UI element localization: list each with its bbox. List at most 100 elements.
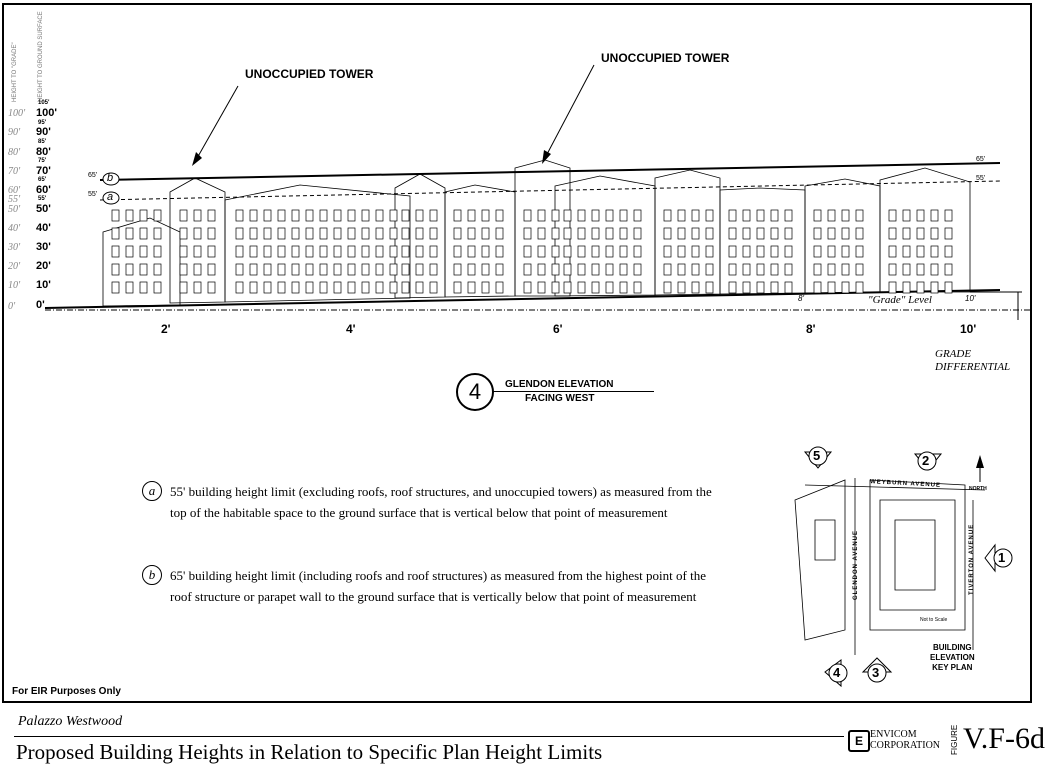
ground-tick-label: 40'	[36, 222, 51, 234]
facade-window	[756, 227, 765, 240]
note-a-symbol: a	[142, 481, 162, 501]
facade-window	[944, 245, 953, 258]
facade-window	[537, 209, 546, 222]
facade-window	[111, 263, 120, 276]
grade-tick-label: 0'	[8, 301, 16, 312]
facade-window	[633, 263, 642, 276]
facade-window	[577, 245, 586, 258]
facade-window	[467, 263, 476, 276]
facade-windows	[111, 209, 953, 294]
facade-window	[481, 227, 490, 240]
facade-window	[235, 263, 244, 276]
facade-window	[305, 209, 314, 222]
b-limit-label: 65'	[88, 172, 98, 179]
facade-window	[916, 245, 925, 258]
facade-window	[375, 245, 384, 258]
facade-window	[277, 263, 286, 276]
facade-window	[916, 281, 925, 294]
facade-window	[389, 263, 398, 276]
street-glendon: GLENDON AVENUE	[853, 529, 859, 600]
facade-window	[263, 227, 272, 240]
grade-tick-label: 80'	[8, 147, 21, 158]
facade-window	[263, 263, 272, 276]
limit-line-b	[99, 162, 1001, 181]
facade-window	[347, 281, 356, 294]
facade-window	[235, 281, 244, 294]
facade-window	[855, 263, 864, 276]
a-symbol-circle	[102, 191, 120, 205]
ground-tick-label: 10'	[36, 279, 51, 291]
facade-window	[827, 227, 836, 240]
ground-tick-label: 30'	[36, 241, 51, 253]
facade-window	[827, 263, 836, 276]
facade-window	[855, 209, 864, 222]
facade-window	[784, 209, 793, 222]
ground-line	[44, 289, 1001, 309]
facade-window	[591, 263, 600, 276]
facade-window	[756, 209, 765, 222]
facade-window	[902, 227, 911, 240]
facade-window	[705, 263, 714, 276]
facade-window	[855, 245, 864, 258]
facade-window	[179, 209, 188, 222]
note-a: a 55' building height limit (excluding r…	[142, 481, 722, 523]
facade-window	[193, 281, 202, 294]
key-plan-scale-note: Not to Scale	[920, 617, 948, 623]
facade-window	[705, 245, 714, 258]
facade-window	[691, 281, 700, 294]
facade-window	[605, 209, 614, 222]
company-name-2: Corporation	[870, 740, 941, 751]
facade-window	[742, 263, 751, 276]
company-name-1: Envicom	[870, 729, 917, 740]
bottom-tick-8: 8'	[806, 322, 816, 336]
bottom-tick-4: 4'	[346, 322, 356, 336]
facade-window	[401, 263, 410, 276]
facade-window	[347, 263, 356, 276]
note-a-text: 55' building height limit (excluding roo…	[170, 484, 712, 520]
facade-window	[619, 281, 628, 294]
facade-window	[756, 263, 765, 276]
facade-window	[361, 227, 370, 240]
company-logo-icon: E	[848, 730, 870, 752]
facade-window	[663, 227, 672, 240]
facade-window	[930, 209, 939, 222]
facade-window	[827, 245, 836, 258]
facade-window	[401, 245, 410, 258]
facade-window	[537, 245, 546, 258]
facade-window	[429, 227, 438, 240]
grade-tick-label: 50'	[8, 204, 21, 215]
facade-window	[605, 227, 614, 240]
facade-window	[207, 245, 216, 258]
ground-tick-label: 80'	[36, 146, 51, 158]
facade-window	[705, 209, 714, 222]
facade-window	[249, 245, 258, 258]
facade-window	[277, 227, 286, 240]
facade-window	[415, 245, 424, 258]
facade-window	[537, 227, 546, 240]
facade-window	[389, 209, 398, 222]
facade-window	[347, 209, 356, 222]
facade-window	[691, 245, 700, 258]
facade-window	[916, 227, 925, 240]
facade-window	[153, 281, 162, 294]
facade-window	[291, 209, 300, 222]
facade-window	[139, 281, 148, 294]
facade-window	[577, 281, 586, 294]
facade-window	[523, 281, 532, 294]
facade-window	[453, 227, 462, 240]
facade-window	[591, 281, 600, 294]
facade-window	[333, 263, 342, 276]
b-symbol-circle	[102, 172, 120, 186]
facade-window	[139, 245, 148, 258]
facade-window	[415, 263, 424, 276]
facade-window	[429, 281, 438, 294]
grade-tick-label: 40'	[8, 223, 21, 234]
facade-window	[125, 209, 134, 222]
facade-window	[728, 263, 737, 276]
right-tower-arrow	[544, 64, 595, 159]
facade-window	[319, 209, 328, 222]
facade-window	[855, 227, 864, 240]
facade-window	[888, 281, 897, 294]
facade-window	[705, 227, 714, 240]
bottom-tick-10: 10'	[960, 322, 977, 336]
